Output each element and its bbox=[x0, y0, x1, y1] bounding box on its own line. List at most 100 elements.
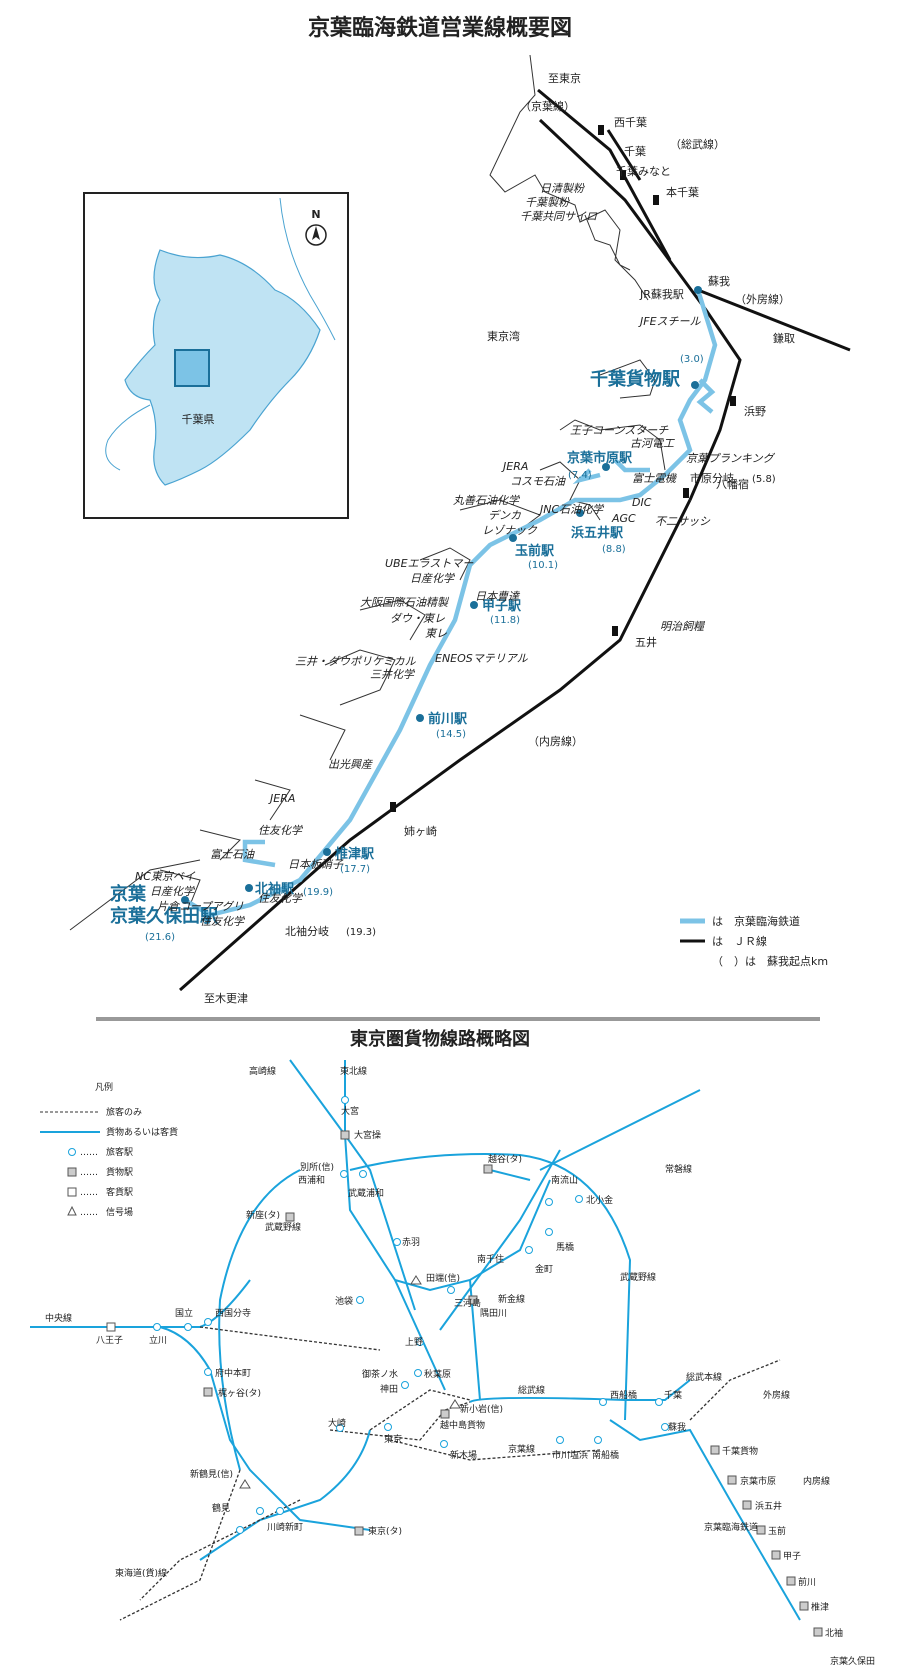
svg-text:御茶ノ水: 御茶ノ水 bbox=[362, 1368, 398, 1380]
svg-text:西国分寺: 西国分寺 bbox=[215, 1308, 251, 1319]
svg-text:東レ: 東レ bbox=[425, 627, 447, 640]
svg-text:東京: 東京 bbox=[384, 1433, 402, 1445]
station-ichihara: 京葉市原駅 bbox=[567, 450, 633, 466]
svg-text:コスモ石油: コスモ石油 bbox=[510, 475, 566, 488]
svg-text:八王子: 八王子 bbox=[96, 1335, 123, 1346]
svg-text:JERA: JERA bbox=[501, 460, 528, 473]
svg-text:田端(信): 田端(信) bbox=[426, 1272, 460, 1284]
svg-text:千葉みなと: 千葉みなと bbox=[616, 164, 671, 178]
svg-text:……: …… bbox=[80, 1208, 98, 1218]
svg-text:南船橋: 南船橋 bbox=[592, 1449, 619, 1461]
keiyo-rinkai-line bbox=[183, 289, 718, 918]
svg-text:越谷(タ): 越谷(タ) bbox=[488, 1153, 522, 1165]
svg-text:旅客駅: 旅客駅 bbox=[106, 1146, 133, 1158]
svg-text:秋葉原: 秋葉原 bbox=[424, 1368, 451, 1380]
svg-text:西千葉: 西千葉 bbox=[614, 115, 647, 129]
svg-text:（総武線）: （総武線） bbox=[670, 137, 725, 151]
svg-text:JFEスチール: JFEスチール bbox=[638, 315, 702, 328]
svg-text:千葉貨物: 千葉貨物 bbox=[722, 1445, 758, 1457]
svg-text:富士石油: 富士石油 bbox=[210, 848, 255, 861]
svg-text:不二サッシ: 不二サッシ bbox=[655, 515, 711, 528]
svg-text:JNC石油化学: JNC石油化学 bbox=[538, 503, 605, 516]
svg-text:東京湾: 東京湾 bbox=[487, 329, 520, 343]
svg-text:（内房線）: （内房線） bbox=[528, 734, 583, 748]
svg-text:千葉共同サイロ: 千葉共同サイロ bbox=[520, 210, 598, 223]
svg-text:凡例: 凡例 bbox=[95, 1081, 113, 1093]
svg-text:貨物駅: 貨物駅 bbox=[106, 1166, 133, 1178]
station-ichihara-km: (7.4) bbox=[568, 470, 592, 481]
svg-text:鶴見: 鶴見 bbox=[212, 1502, 230, 1514]
svg-text:古河電工: 古河電工 bbox=[630, 437, 675, 450]
compass-north-label: N bbox=[311, 208, 320, 221]
svg-text:明治飼糧: 明治飼糧 bbox=[660, 620, 706, 633]
station-shiizu-km: (17.7) bbox=[340, 864, 370, 875]
station-kubota: 京葉久保田駅 bbox=[110, 905, 219, 927]
svg-text:東海道(貨)線: 東海道(貨)線 bbox=[115, 1567, 167, 1579]
svg-text:西浦和: 西浦和 bbox=[298, 1174, 325, 1186]
svg-text:東京(タ): 東京(タ) bbox=[368, 1525, 402, 1537]
svg-text:大宮: 大宮 bbox=[341, 1105, 359, 1117]
svg-text:大崎: 大崎 bbox=[328, 1417, 346, 1429]
station-kasshi: 甲子駅 bbox=[482, 599, 522, 614]
svg-text:AGC: AGC bbox=[611, 512, 636, 525]
svg-text:府中本町: 府中本町 bbox=[215, 1367, 251, 1379]
svg-text:立川: 立川 bbox=[149, 1334, 167, 1346]
svg-text:は ＪＲ線: は ＪＲ線 bbox=[712, 934, 767, 948]
jr-labels: 至東京 （京葉線） （総武線） （外房線） （内房線） 至木更津 東京湾 西千葉… bbox=[204, 71, 795, 1005]
svg-text:姉ヶ崎: 姉ヶ崎 bbox=[404, 824, 437, 838]
svg-text:信号場: 信号場 bbox=[106, 1206, 133, 1218]
svg-text:外房線: 外房線 bbox=[763, 1389, 790, 1401]
svg-text:……: …… bbox=[80, 1188, 98, 1198]
svg-text:上野: 上野 bbox=[405, 1337, 423, 1348]
company-labels: 日清製粉 千葉製粉 千葉共同サイロ JFEスチール 王子コーンスターチ 古河電工… bbox=[135, 182, 776, 928]
svg-text:レゾナック: レゾナック bbox=[482, 524, 538, 537]
svg-text:（外房線）: （外房線） bbox=[735, 292, 790, 306]
svg-text:日産化学: 日産化学 bbox=[410, 572, 456, 585]
bottom-labels: 高崎線 東北線 大宮 大宮操 越谷(タ) 常磐線 別所(信) 西浦和 武蔵浦和 … bbox=[45, 1065, 875, 1667]
svg-text:富士電機: 富士電機 bbox=[632, 472, 677, 485]
svg-text:馬橋: 馬橋 bbox=[556, 1241, 574, 1253]
svg-text:至東京: 至東京 bbox=[548, 71, 581, 85]
svg-text:北袖: 北袖 bbox=[825, 1627, 843, 1639]
station-tamasaki: 玉前駅 bbox=[515, 543, 555, 559]
svg-text:京葉線: 京葉線 bbox=[508, 1443, 535, 1455]
svg-text:片倉コープアグリ: 片倉コープアグリ bbox=[157, 900, 244, 913]
svg-text:赤羽: 赤羽 bbox=[402, 1237, 420, 1248]
svg-text:玉前: 玉前 bbox=[768, 1525, 786, 1537]
svg-text:総武本線: 総武本線 bbox=[686, 1371, 722, 1383]
station-maekawa-km: (14.5) bbox=[436, 729, 466, 740]
svg-text:南千住: 南千住 bbox=[477, 1253, 504, 1265]
svg-text:千葉製粉: 千葉製粉 bbox=[525, 196, 570, 209]
svg-text:東北線: 東北線 bbox=[340, 1065, 367, 1077]
svg-text:住友化学: 住友化学 bbox=[258, 824, 304, 837]
station-kasshi-km: (11.8) bbox=[490, 615, 520, 626]
svg-text:北小金: 北小金 bbox=[586, 1194, 613, 1206]
svg-text:日清製粉: 日清製粉 bbox=[540, 182, 585, 195]
svg-text:日産化学: 日産化学 bbox=[150, 885, 196, 898]
svg-text:DIC: DIC bbox=[632, 496, 652, 509]
compass-icon bbox=[305, 224, 327, 246]
bottom-map-title: 東京圏貨物線路概略図 bbox=[350, 1028, 530, 1050]
svg-text:金町: 金町 bbox=[535, 1263, 553, 1275]
freight-lines bbox=[30, 1059, 801, 1621]
svg-text:新小岩(信): 新小岩(信) bbox=[460, 1403, 503, 1415]
station-tamasaki-km: (10.1) bbox=[528, 560, 558, 571]
svg-text:南流山: 南流山 bbox=[551, 1174, 578, 1186]
svg-text:（京葉線）: （京葉線） bbox=[520, 99, 575, 113]
svg-text:池袋: 池袋 bbox=[335, 1295, 353, 1307]
svg-text:常磐線: 常磐線 bbox=[665, 1163, 692, 1175]
station-chiba-freight-km: (3.0) bbox=[680, 354, 704, 365]
svg-text:三井化学: 三井化学 bbox=[370, 668, 416, 681]
svg-text:は 京葉臨海鉄道: は 京葉臨海鉄道 bbox=[712, 914, 800, 928]
svg-text:NC東京ベイ: NC東京ベイ bbox=[135, 870, 196, 883]
inset-map: N 千葉県 bbox=[83, 192, 349, 519]
svg-text:八幡宿: 八幡宿 bbox=[716, 477, 749, 491]
svg-text:住友化学: 住友化学 bbox=[200, 915, 246, 928]
svg-text:UBEエラストマー: UBEエラストマー bbox=[385, 557, 474, 570]
svg-text:前川: 前川 bbox=[798, 1576, 816, 1588]
svg-text:京葉久保田: 京葉久保田 bbox=[830, 1655, 875, 1667]
svg-text:旅客のみ: 旅客のみ bbox=[106, 1106, 142, 1118]
svg-text:隅田川: 隅田川 bbox=[480, 1308, 507, 1319]
svg-text:新金線: 新金線 bbox=[498, 1293, 525, 1305]
